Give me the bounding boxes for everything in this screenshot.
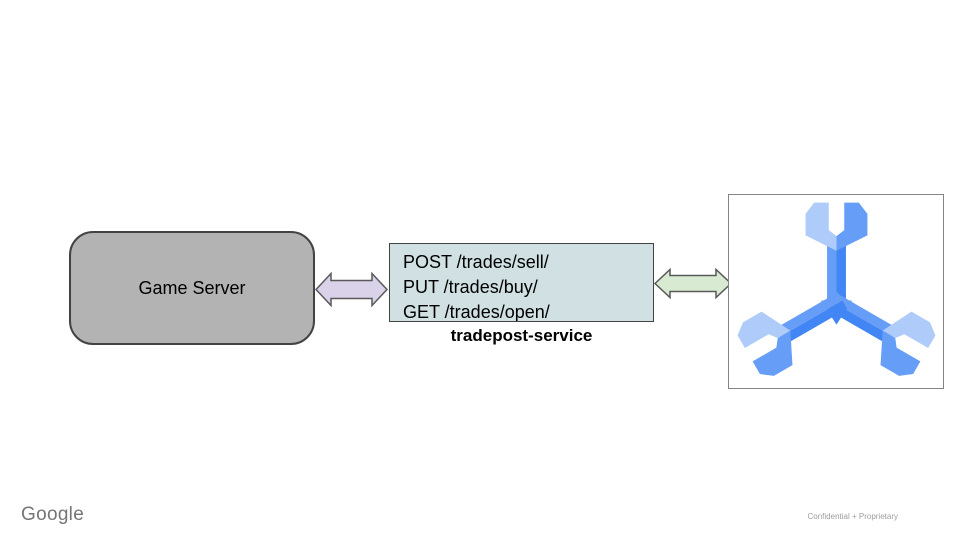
spanner-arm-lower-right — [825, 292, 936, 376]
spanner-arm-lower-left — [737, 292, 848, 376]
double-arrow-right — [654, 267, 732, 300]
double-arrow-left-shape — [315, 271, 388, 308]
confidentiality-note: Confidential + Proprietary — [807, 512, 899, 521]
double-arrow-right-shape — [654, 267, 732, 300]
game-server-label: Game Server — [138, 277, 246, 298]
spanner-image-frame — [728, 194, 944, 389]
google-logo: Google — [21, 504, 85, 525]
double-arrow-left — [315, 271, 388, 308]
tradepost-service-caption: tradepost-service — [450, 326, 593, 345]
endpoint-line-post: POST /trades/sell/ — [403, 252, 549, 272]
endpoint-line-get: GET /trades/open/ — [403, 302, 550, 322]
tradepost-service-box: POST /trades/sell/ PUT /trades/buy/ GET … — [389, 243, 654, 322]
game-server-box: Game Server — [69, 231, 315, 345]
spanner-arm-up — [805, 202, 868, 311]
endpoint-line-put: PUT /trades/buy/ — [403, 277, 538, 297]
cloud-spanner-icon — [737, 202, 936, 376]
